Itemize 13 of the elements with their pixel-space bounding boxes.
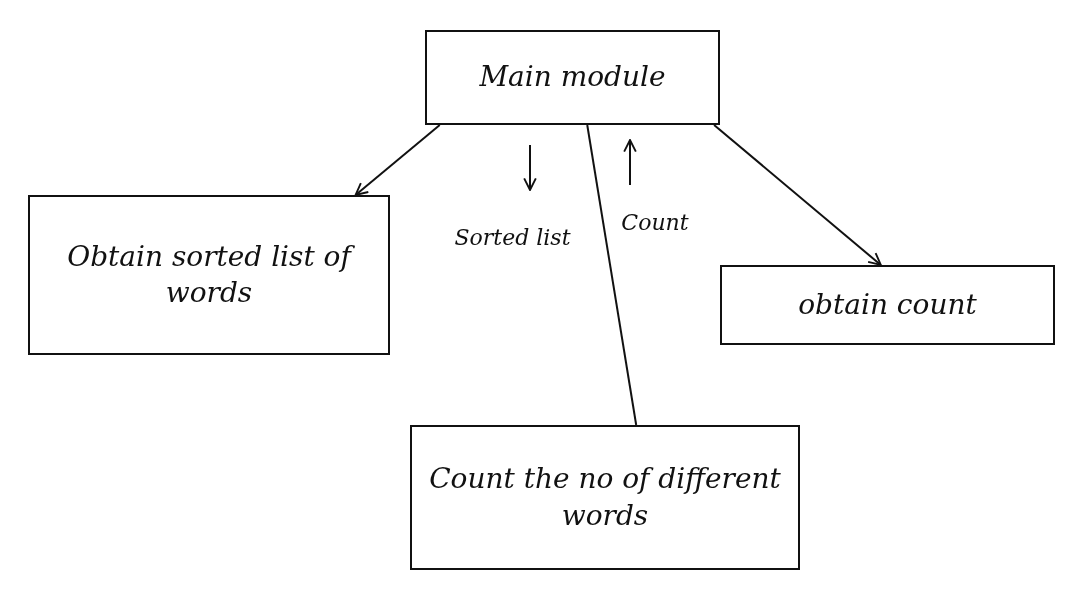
flow-label: Count xyxy=(620,210,690,237)
box-label: obtain count xyxy=(797,286,978,323)
box-label: Main module xyxy=(478,59,667,96)
flow-label: Sorted list xyxy=(453,225,572,252)
box-label: Obtain sorted list of words xyxy=(30,232,388,318)
connector-line xyxy=(586,124,638,426)
process-box xyxy=(28,195,390,355)
box-label: Count the no of different words xyxy=(428,461,782,534)
process-box xyxy=(720,265,1055,345)
arrow xyxy=(713,124,882,266)
process-box xyxy=(425,30,720,125)
arrow xyxy=(354,124,441,196)
process-box xyxy=(410,425,800,570)
